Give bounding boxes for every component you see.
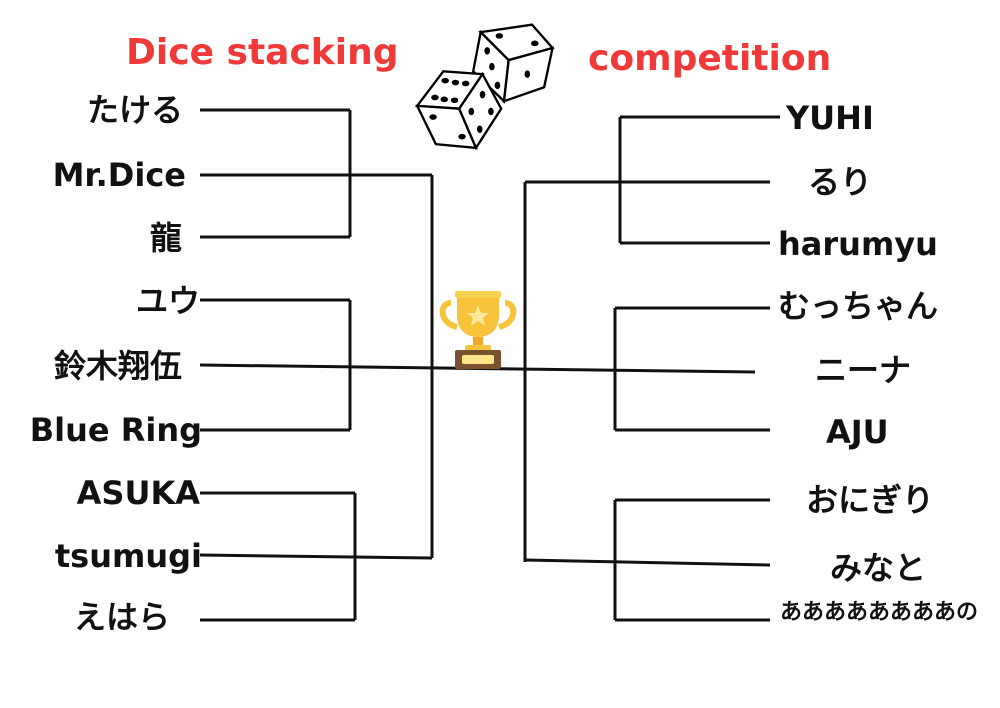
title-left: Dice stacking (126, 32, 399, 73)
player-left-8: tsumugi (54, 537, 202, 575)
player-right-7: おにぎり (806, 481, 935, 519)
player-right-1: YUHI (786, 99, 874, 137)
player-right-8: みなと (830, 549, 927, 587)
player-left-2: Mr.Dice (52, 156, 186, 194)
player-left-6: Blue Ring (29, 411, 202, 449)
player-right-9: ああああああああの (780, 600, 979, 625)
player-right-4: むっちゃん (778, 287, 939, 325)
player-left-4: ユウ (135, 282, 200, 320)
player-left-3: 龍 (149, 219, 182, 257)
player-right-5: ニーナ (815, 351, 912, 389)
player-right-6: AJU (826, 413, 889, 451)
trophy-icon (439, 291, 517, 369)
player-right-3: harumyu (778, 225, 938, 263)
player-left-7: ASUKA (76, 474, 200, 512)
player-left-9: えはら (73, 598, 170, 636)
player-left-1: たける (86, 91, 183, 129)
player-right-2: るり (808, 163, 873, 201)
title-right: competition (588, 38, 832, 79)
dice-icon (414, 23, 555, 151)
player-left-5: 鈴木翔伍 (53, 347, 182, 385)
